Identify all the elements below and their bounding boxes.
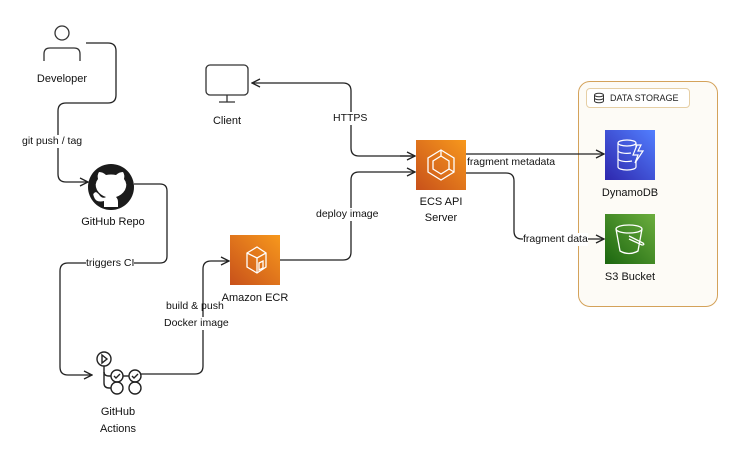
developer-label: Developer bbox=[36, 73, 88, 85]
data-storage-header: DATA STORAGE bbox=[586, 88, 690, 108]
edge-label-build-push-1: build & push bbox=[166, 300, 224, 312]
dynamodb-label: DynamoDB bbox=[601, 187, 659, 199]
edge-dev-to-repo bbox=[57, 42, 117, 182]
monitor-icon bbox=[205, 64, 249, 103]
ecr-label: Amazon ECR bbox=[221, 292, 289, 304]
github-repo-label: GitHub Repo bbox=[81, 216, 145, 228]
edge-ecs-to-s3 bbox=[466, 172, 604, 239]
edge-label-fragment-metadata: fragment metadata bbox=[467, 156, 556, 168]
github-icon bbox=[88, 164, 134, 210]
user-icon bbox=[43, 25, 81, 61]
s3-label: S3 Bucket bbox=[604, 271, 656, 283]
data-storage-label: DATA STORAGE bbox=[610, 93, 679, 103]
data-storage-group bbox=[578, 81, 718, 307]
ecs-icon bbox=[416, 140, 466, 190]
ecr-icon bbox=[230, 235, 280, 285]
github-actions-icon bbox=[96, 351, 142, 395]
ecs-label-1: ECS API bbox=[419, 196, 463, 208]
github-actions-label-2: Actions bbox=[99, 423, 137, 435]
edge-label-git-push: git push / tag bbox=[22, 135, 83, 148]
database-icon bbox=[594, 92, 604, 104]
edge-label-triggers-ci: triggers CI bbox=[86, 257, 135, 270]
edge-label-deploy-image: deploy image bbox=[316, 208, 379, 221]
edge-label-fragment-data: fragment data bbox=[523, 233, 588, 246]
github-actions-label-1: GitHub bbox=[100, 406, 136, 418]
edge-repo-to-actions bbox=[59, 183, 168, 375]
ecs-label-2: Server bbox=[424, 212, 458, 224]
edge-label-https: HTTPS bbox=[333, 112, 368, 125]
edge-label-build-push-2: Docker image bbox=[164, 317, 229, 330]
dynamodb-icon bbox=[605, 130, 655, 180]
s3-bucket-icon bbox=[605, 214, 655, 264]
client-label: Client bbox=[212, 115, 242, 127]
